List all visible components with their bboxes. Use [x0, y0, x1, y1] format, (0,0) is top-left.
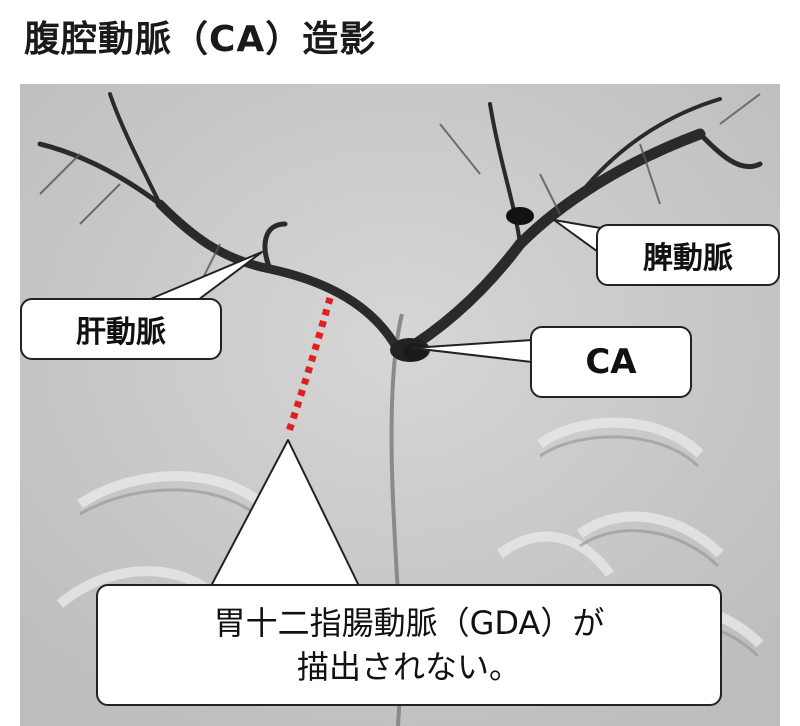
callout-splenic-artery: 脾動脈: [596, 224, 780, 286]
callout-ca-label: CA: [585, 342, 637, 382]
callout-hepatic-label: 肝動脈: [76, 315, 166, 350]
gda-dotted-line: [284, 297, 334, 436]
callout-ca: CA: [530, 326, 692, 398]
callout-hepatic-artery: 肝動脈: [20, 298, 222, 360]
callout-gda-line2: 描出されない。: [296, 648, 521, 686]
page-title: 腹腔動脈（CA）造影: [24, 19, 377, 60]
callout-gda-line1: 胃十二指腸動脈（GDA）が: [213, 604, 605, 642]
callout-splenic-label: 脾動脈: [643, 241, 733, 276]
callout-gda: 胃十二指腸動脈（GDA）が 描出されない。: [96, 584, 722, 706]
